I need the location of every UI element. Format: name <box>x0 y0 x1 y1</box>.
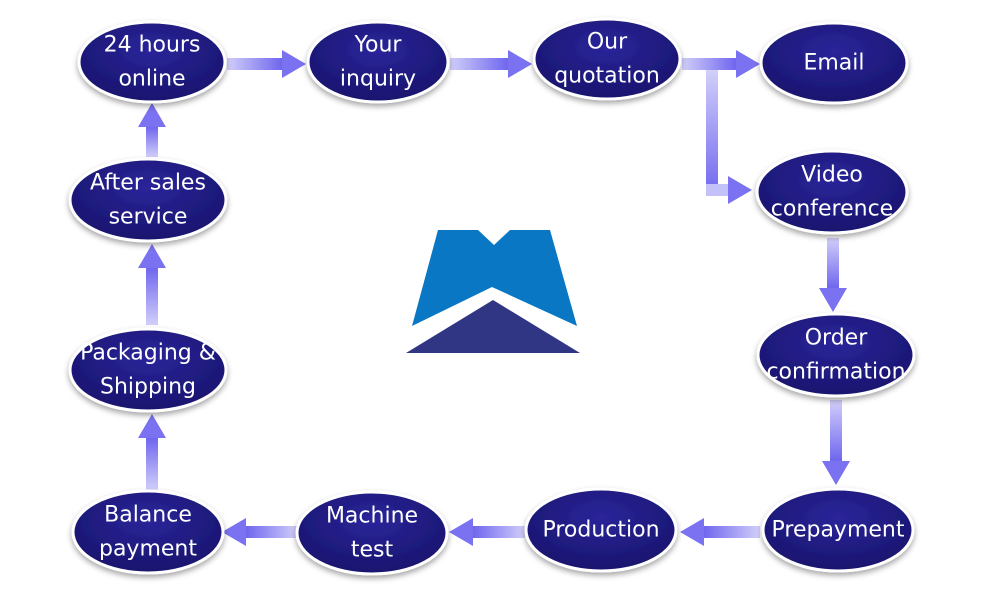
logo-navy-shape <box>406 300 580 353</box>
logo-blue-shape <box>412 230 577 326</box>
node-inquiry: Your inquiry <box>306 20 450 104</box>
node-online-label-line-1: 24 hours <box>104 33 201 58</box>
arrow-machine-test-to-balance-payment-shaft <box>246 526 298 538</box>
node-quotation-label-line-1: Our <box>587 30 628 55</box>
node-order-confirmation-ellipse <box>756 312 916 398</box>
arrow-balance-payment-to-packaging-shipping <box>138 414 166 490</box>
node-inquiry-label-line-2: inquiry <box>340 67 416 92</box>
arrow-quotation-to-video-conference-head <box>728 176 752 204</box>
arrow-video-conference-to-order-confirmation <box>819 238 847 312</box>
arrow-quotation-to-email-head <box>736 50 760 78</box>
arrow-production-to-machine-test <box>449 518 525 546</box>
node-after-sales-service-label-line-1: After sales <box>90 171 206 196</box>
node-after-sales-service-label-line-2: service <box>109 205 188 230</box>
node-packaging-shipping-label-line-1: Packaging & <box>80 341 216 366</box>
arrow-online-to-inquiry <box>227 50 306 78</box>
arrow-quotation-to-video-conference <box>706 70 752 204</box>
node-balance-payment: Balance payment <box>71 489 225 575</box>
arrows-layer <box>138 50 850 546</box>
node-quotation: Our quotation <box>532 17 682 101</box>
node-balance-payment-ellipse <box>71 489 225 575</box>
node-video-conference-label-line-2: conference <box>771 197 893 222</box>
node-order-confirmation-label-line-2: confirmation <box>766 360 905 385</box>
node-machine-test-label-line-2: test <box>351 538 394 563</box>
node-order-confirmation-label-line-1: Order <box>805 326 868 351</box>
arrow-machine-test-to-balance-payment-head <box>222 518 246 546</box>
node-quotation-label-line-2: quotation <box>554 64 660 89</box>
node-online: 24 hours online <box>77 20 227 104</box>
node-after-sales-service: After sales service <box>68 157 228 243</box>
arrow-prepayment-to-production-head <box>680 518 704 546</box>
arrow-quotation-to-video-conference-shaft-horizontal <box>706 184 728 196</box>
arrow-after-sales-service-to-online-head <box>138 103 166 127</box>
node-production-ellipse <box>524 487 678 573</box>
arrow-prepayment-to-production-shaft <box>704 526 760 538</box>
node-after-sales-service-ellipse <box>68 157 228 243</box>
arrow-after-sales-service-to-online-shaft <box>146 127 158 157</box>
node-inquiry-label-line-1: Your <box>354 33 403 58</box>
arrow-production-to-machine-test-head <box>449 518 473 546</box>
arrow-quotation-to-email-shaft <box>682 58 736 70</box>
node-production-label-line-1: Production <box>542 518 659 543</box>
node-machine-test-ellipse <box>295 490 449 576</box>
node-email-label-line-1: Email <box>803 51 864 76</box>
node-inquiry-ellipse <box>306 20 450 104</box>
node-packaging-shipping-label-line-2: Shipping <box>100 375 196 400</box>
arrow-order-confirmation-to-prepayment <box>822 400 850 485</box>
node-machine-test-label-line-1: Machine <box>326 504 418 529</box>
arrow-production-to-machine-test-shaft <box>473 526 525 538</box>
node-prepayment-ellipse <box>761 487 915 573</box>
node-order-confirmation: Order confirmation <box>756 312 916 398</box>
arrow-inquiry-to-quotation-shaft <box>450 58 508 70</box>
arrow-prepayment-to-production <box>680 518 760 546</box>
node-email: Email <box>759 21 909 105</box>
node-packaging-shipping-ellipse <box>68 327 228 413</box>
arrow-quotation-to-email <box>682 50 760 78</box>
node-video-conference-label-line-1: Video <box>801 163 863 188</box>
arrow-inquiry-to-quotation-head <box>508 50 532 78</box>
arrow-packaging-shipping-to-after-sales-service-head <box>138 244 166 268</box>
arrow-online-to-inquiry-shaft <box>227 58 282 70</box>
node-video-conference-ellipse <box>755 149 909 235</box>
node-video-conference: Video conference <box>755 149 909 235</box>
arrow-video-conference-to-order-confirmation-head <box>819 288 847 312</box>
arrow-inquiry-to-quotation <box>450 50 532 78</box>
node-packaging-shipping: Packaging & Shipping <box>68 327 228 413</box>
node-prepayment-label-line-1: Prepayment <box>772 518 905 543</box>
node-prepayment: Prepayment <box>761 487 915 573</box>
arrow-after-sales-service-to-online <box>138 103 166 157</box>
arrow-order-confirmation-to-prepayment-head <box>822 461 850 485</box>
node-email-ellipse <box>759 21 909 105</box>
arrow-balance-payment-to-packaging-shipping-shaft <box>146 438 158 490</box>
arrow-machine-test-to-balance-payment <box>222 518 298 546</box>
arrow-order-confirmation-to-prepayment-shaft <box>830 400 842 461</box>
node-balance-payment-label-line-2: payment <box>99 537 197 562</box>
process-nodes-layer: 24 hours online Your inquiry Our quotation Ema… <box>68 17 916 576</box>
arrow-packaging-shipping-to-after-sales-service-shaft <box>146 268 158 325</box>
arrow-packaging-shipping-to-after-sales-service <box>138 244 166 325</box>
arrow-online-to-inquiry-head <box>282 50 306 78</box>
node-quotation-ellipse <box>532 17 682 101</box>
node-production: Production <box>524 487 678 573</box>
node-online-ellipse <box>77 20 227 104</box>
node-balance-payment-label-line-1: Balance <box>104 503 192 528</box>
node-machine-test: Machine test <box>295 490 449 576</box>
arrow-quotation-to-video-conference-shaft-vertical <box>706 70 718 196</box>
node-online-label-line-2: online <box>118 67 185 92</box>
arrow-balance-payment-to-packaging-shipping-head <box>138 414 166 438</box>
company-mountain-logo <box>406 230 580 353</box>
arrow-video-conference-to-order-confirmation-shaft <box>827 238 839 288</box>
